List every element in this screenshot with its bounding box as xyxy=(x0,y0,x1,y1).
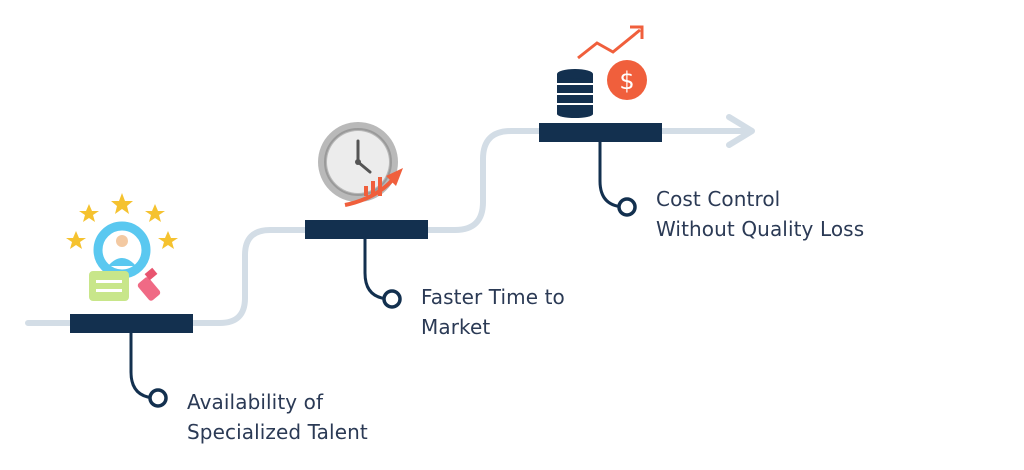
step-1-label-line-2: Specialized Talent xyxy=(187,420,368,444)
platform-step-1 xyxy=(70,314,193,333)
step-3-label-line-2: Without Quality Loss xyxy=(656,217,865,241)
step-2-label-line-1: Faster Time to xyxy=(421,285,565,309)
platform-step-3 xyxy=(539,123,662,142)
coins-dollar-growth-icon: $ xyxy=(557,25,647,118)
star-icon xyxy=(111,193,133,214)
node-dot-step-3 xyxy=(617,197,637,217)
step-2-label-line-2: Market xyxy=(421,315,491,339)
star-icon xyxy=(158,231,178,249)
connector-step-3 xyxy=(598,142,627,209)
star-icon xyxy=(79,204,99,222)
talent-search-icon xyxy=(66,193,178,301)
connector-step-1 xyxy=(129,333,158,400)
step-1-label: Availability of Specialized Talent xyxy=(187,387,368,447)
connector-step-2 xyxy=(363,239,392,301)
star-icon xyxy=(145,204,165,222)
path-arrowhead xyxy=(726,114,755,148)
svg-text:$: $ xyxy=(619,67,634,95)
node-dot-step-1 xyxy=(148,388,168,408)
step-2-label: Faster Time to Market xyxy=(421,282,565,342)
step-3-label-line-1: Cost Control xyxy=(656,187,781,211)
step-3-label: Cost Control Without Quality Loss xyxy=(656,184,864,244)
node-dot-step-2 xyxy=(382,289,402,309)
step-1-label-line-1: Availability of xyxy=(187,390,324,414)
clock-growth-icon xyxy=(318,122,403,207)
platform-step-2 xyxy=(305,220,428,239)
star-icon xyxy=(66,231,86,249)
